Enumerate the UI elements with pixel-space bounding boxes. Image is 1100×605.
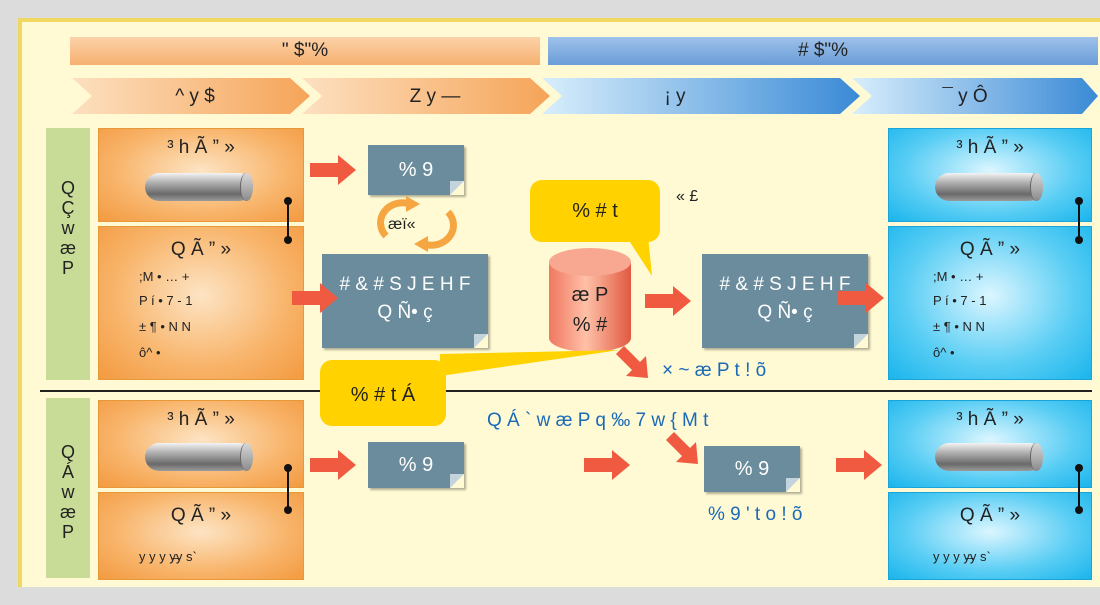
list-line: ô^ • [139,345,161,360]
arrow-down-right-icon [666,432,698,464]
cylinder-icon [145,443,253,471]
box-title: ³ h Ã ” » [956,409,1024,430]
connector-dot [1075,506,1083,514]
cylinder-icon [935,443,1043,471]
callout-top-text: % # t [572,200,618,222]
arrow-right-icon [838,283,884,313]
arrow-right-icon [310,155,356,185]
stage-chevron-2 [302,78,550,114]
right-bottom-small-box: ³ h Ã ” » [888,400,1092,488]
doc-line: # & # S J E H F [719,274,851,295]
right-top-main-box: Q Ã ” » ;M • … + P í • 7 - 1 ± ¶ • N N ô… [888,226,1092,380]
box-title: Q Ã ” » [170,505,232,526]
list-line: P í • 7 - 1 [933,293,987,308]
doc-large-left: # & # S J E H F Q Ñ• ç [322,254,488,348]
connector-line [287,468,289,510]
left-bottom-small-box: ³ h Ã ” » [98,400,304,488]
arrow-right-icon [292,283,338,313]
doc-small-top: % 9 [368,145,464,195]
callout-bottom-text: % # t Á [350,384,416,406]
list-line: P í • 7 - 1 [139,293,193,308]
connector-line [287,200,289,242]
db-label-2: % # [572,314,608,336]
box-title: Q Ã ” » [959,505,1021,526]
cycle-arrows-icon [377,196,457,252]
connector-dot [1075,197,1083,205]
doc-small-bottom-left: % 9 [368,442,464,488]
callout-bottom-bubble [320,350,620,426]
row-divider [40,390,1092,392]
left-top-small-box: ³ h Ã ” » [98,128,304,222]
connector-dot [1075,464,1083,472]
stage-label-3: ¡ y [664,86,686,107]
list-line: ± ¶ • N N [933,319,985,334]
header-right-bar: # $"% [548,37,1098,65]
cycle-label: æï« [388,216,416,233]
doc-small-bottom-right: % 9 [704,446,800,492]
box-title: ³ h Ã ” » [956,137,1024,158]
header-left-bar: " $"% [70,37,540,65]
connector-dot [284,236,292,244]
connector-dot [284,506,292,514]
box-title: ³ h Ã ” » [167,409,235,430]
box-title: Q Ã ” » [170,239,232,260]
list-line: ô^ • [933,345,955,360]
doc-line: # & # S J E H F [339,274,471,295]
callout-top-bubble [530,180,660,276]
connector-dot [1075,236,1083,244]
db-label-1: æ P [571,284,609,306]
stage-label-2: Z y — [409,86,461,107]
box-bottom-line: y y y y̶y s` [139,549,197,564]
arrow-right-icon [645,286,691,316]
left-top-main-box: Q Ã ” » ;M • … + P í • 7 - 1 ± ¶ • N N ô… [98,226,304,380]
stage-label-4: ¯ y Ô [942,86,988,107]
stage-chevron-1 [72,78,310,114]
mark-label: « £ [676,188,699,205]
stage-chevron-4 [852,78,1098,114]
stage-chevrons [72,78,1098,114]
database-icon [549,248,631,352]
arrow-down-right-icon [616,346,648,378]
connector-dot [284,464,292,472]
connector-dot [284,197,292,205]
connector-line [1078,468,1080,510]
list-line: ;M • … + [933,269,984,284]
box-bottom-line: y y y y̶y s` [933,549,991,564]
arrow-right-icon [836,450,882,480]
list-line: ± ¶ • N N [139,319,191,334]
stage-chevron-3 [542,78,860,114]
doc-line: Q Ñ• ç [757,302,813,323]
right-top-small-box: ³ h Ã ” » [888,128,1092,222]
x-label: × ~ æ P t ! õ [662,360,767,381]
under-doc-label: % 9 ' t o ! õ [708,504,803,525]
cylinder-icon [935,173,1043,201]
list-line: ;M • … + [139,269,190,284]
mid-row-label: Q Á ` w æ P q ‰ 7 w { M t [487,410,709,431]
doc-line: Q Ñ• ç [377,302,433,323]
arrow-right-icon [310,450,356,480]
arrow-right-icon [584,450,630,480]
right-bottom-main-box: Q Ã ” » y y y y̶y s` [888,492,1092,580]
stage-label-1: ^ y $ [175,86,215,107]
box-title: Q Ã ” » [959,239,1021,260]
connector-line [1078,200,1080,242]
left-bottom-main-box: Q Ã ” » y y y y̶y s` [98,492,304,580]
cylinder-icon [145,173,253,201]
box-title: ³ h Ã ” » [167,137,235,158]
